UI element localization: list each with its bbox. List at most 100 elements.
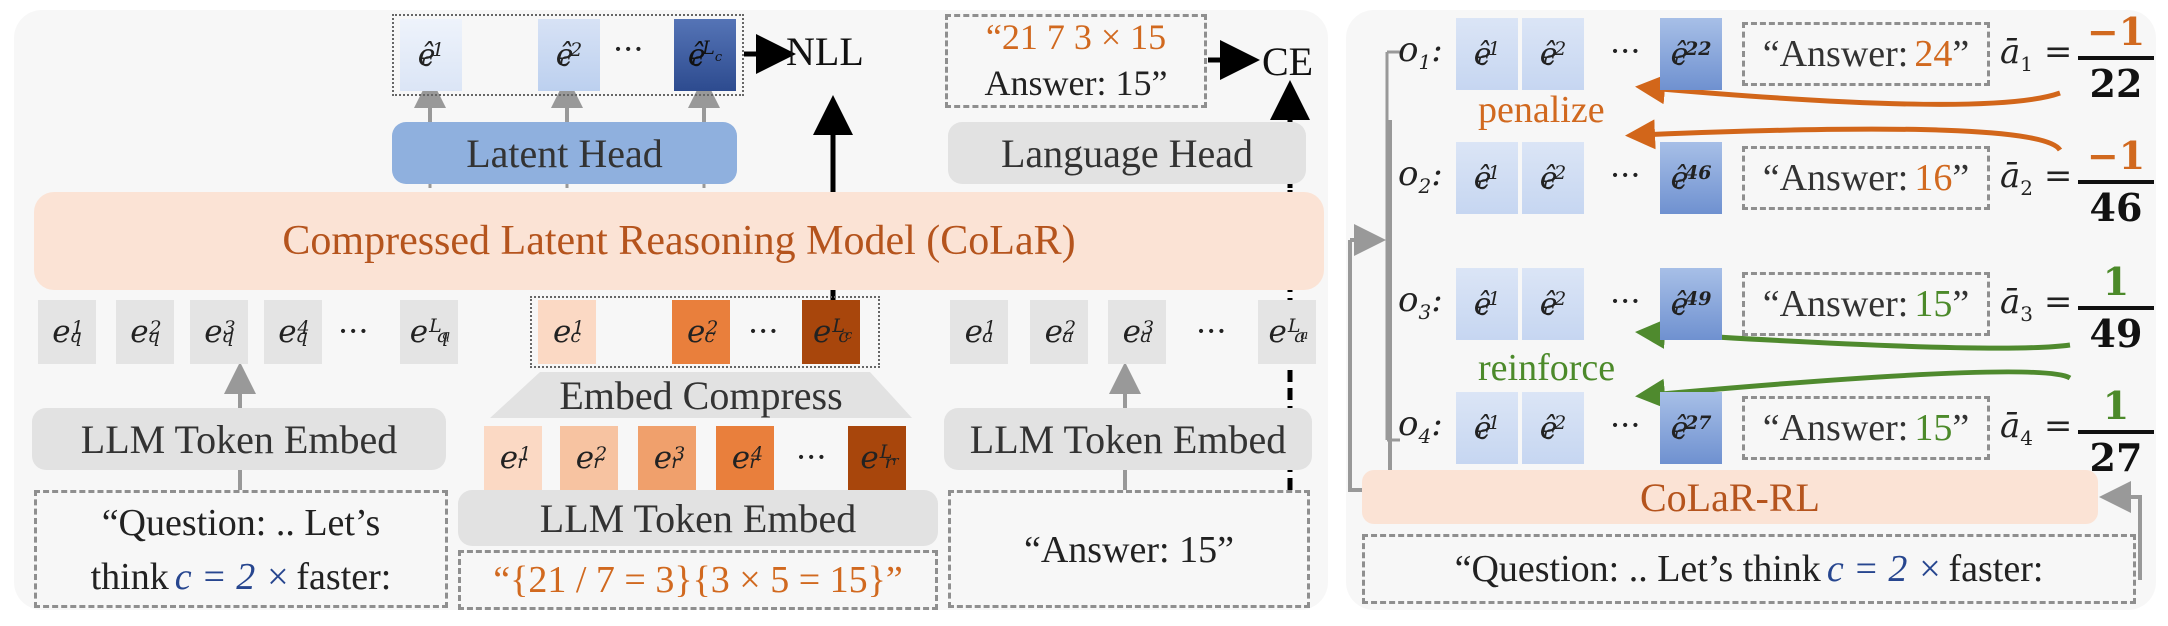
rl-latent-token-count: 46 bbox=[1684, 162, 1712, 184]
ellipsis: ··· bbox=[1610, 156, 1641, 194]
output-label-index: 4 bbox=[1418, 423, 1432, 448]
advantage-numerator: 1 bbox=[2102, 383, 2130, 428]
llm-token-embed-question: LLM Token Embed bbox=[32, 408, 446, 470]
advantage-index: 1 bbox=[2020, 51, 2034, 76]
rl-answer-pre: “Answer: bbox=[1762, 407, 1909, 449]
embed-compress-label: Embed Compress bbox=[559, 372, 843, 418]
rl-question-text: “Question: .. Let’s think c = 2 × faster… bbox=[1366, 536, 2132, 602]
fraction-bar bbox=[2078, 56, 2154, 60]
ellipsis: ··· bbox=[613, 30, 644, 68]
output-label: o2: bbox=[1398, 154, 1443, 198]
target-text-line1: “21 7 3 × 15 bbox=[985, 17, 1167, 57]
output-label: o4: bbox=[1398, 404, 1443, 448]
question-line2: think c = 2 × faster: bbox=[40, 550, 442, 604]
ellipsis: ··· bbox=[796, 438, 827, 476]
advantage-fraction: −1 22 bbox=[2078, 10, 2154, 106]
penalize-label: penalize bbox=[1478, 89, 1605, 131]
rl-answer-box: “Answer: 16” bbox=[1742, 146, 1990, 210]
advantage-numerator: −1 bbox=[2086, 133, 2146, 178]
ellipsis: ··· bbox=[1610, 32, 1641, 70]
rl-answer-post: ” bbox=[1952, 33, 1970, 75]
rl-answer-box: “Answer: 24” bbox=[1742, 22, 1990, 86]
latent-output-group bbox=[392, 14, 744, 96]
ellipsis: ··· bbox=[1610, 282, 1641, 320]
advantage-numerator: −1 bbox=[2086, 9, 2146, 54]
rl-answer-pre: “Answer: bbox=[1762, 157, 1909, 199]
ellipsis: ··· bbox=[338, 312, 369, 350]
reasoning-text: “{21 / 7 = 3}{3 × 5 = 15}” bbox=[493, 559, 903, 601]
ellipsis: ··· bbox=[748, 312, 779, 350]
question-math: c = 2 × bbox=[174, 556, 291, 598]
advantage-fraction: −1 46 bbox=[2078, 134, 2154, 230]
colar-rl-box: CoLaR-RL bbox=[1362, 470, 2098, 524]
output-label-letter: o bbox=[1398, 154, 1419, 194]
question-line2-post: faster: bbox=[296, 556, 392, 598]
rl-latent-token-count: 22 bbox=[1684, 38, 1712, 60]
ce-label: CE bbox=[1262, 39, 1314, 84]
penalize-arrow-1 bbox=[1635, 74, 2061, 107]
question-line1: “Question: .. Let’s bbox=[101, 502, 381, 544]
rl-answer-box: “Answer: 15” bbox=[1742, 396, 1990, 460]
advantage-index: 2 bbox=[2020, 175, 2034, 200]
rl-answer-value: 15 bbox=[1914, 407, 1953, 449]
advantage-label: ā3 = bbox=[2000, 282, 2073, 326]
advantage-denominator: 49 bbox=[2089, 311, 2143, 356]
reasoning-text-box bbox=[458, 550, 938, 610]
colar-model: Compressed Latent Reasoning Model (CoLaR… bbox=[34, 192, 1324, 290]
reinforce-arrow-2 bbox=[1635, 369, 2072, 409]
output-label: o1: bbox=[1398, 30, 1443, 74]
rl-answer-value: 15 bbox=[1914, 283, 1953, 325]
rl-answer-post: ” bbox=[1952, 283, 1970, 325]
reinforce-label: reinforce bbox=[1478, 347, 1616, 389]
advantage-denominator: 27 bbox=[2089, 435, 2143, 480]
rl-question-post: faster: bbox=[1948, 548, 2044, 590]
rl-answer-pre: “Answer: bbox=[1762, 283, 1909, 325]
output-label-index: 1 bbox=[1418, 49, 1432, 74]
rl-answer-pre: “Answer: bbox=[1762, 33, 1909, 75]
nll-label: NLL bbox=[786, 29, 864, 74]
rl-latent-token-count: 27 bbox=[1684, 412, 1712, 434]
target-text-line2: Answer: 15” bbox=[984, 63, 1168, 103]
rl-answer-value: 16 bbox=[1914, 157, 1953, 199]
penalize-arrow-2 bbox=[1625, 119, 2063, 152]
fraction-bar bbox=[2078, 306, 2154, 310]
output-label-letter: o bbox=[1398, 404, 1419, 444]
rl-question-pre: “Question: .. Let’s think bbox=[1454, 548, 1821, 590]
language-head: Language Head bbox=[948, 122, 1306, 184]
rl-question-math: c = 2 × bbox=[1826, 548, 1943, 590]
output-label-letter: o bbox=[1398, 30, 1419, 70]
question-line2-pre: think bbox=[90, 556, 169, 598]
advantage-fraction: 1 27 bbox=[2078, 384, 2154, 480]
output-label: o3: bbox=[1398, 280, 1443, 324]
answer-text: “Answer: 15” bbox=[1024, 529, 1234, 571]
output-label-index: 3 bbox=[1418, 299, 1432, 324]
rl-latent-token-count: 49 bbox=[1684, 288, 1712, 310]
fraction-bar bbox=[2078, 430, 2154, 434]
